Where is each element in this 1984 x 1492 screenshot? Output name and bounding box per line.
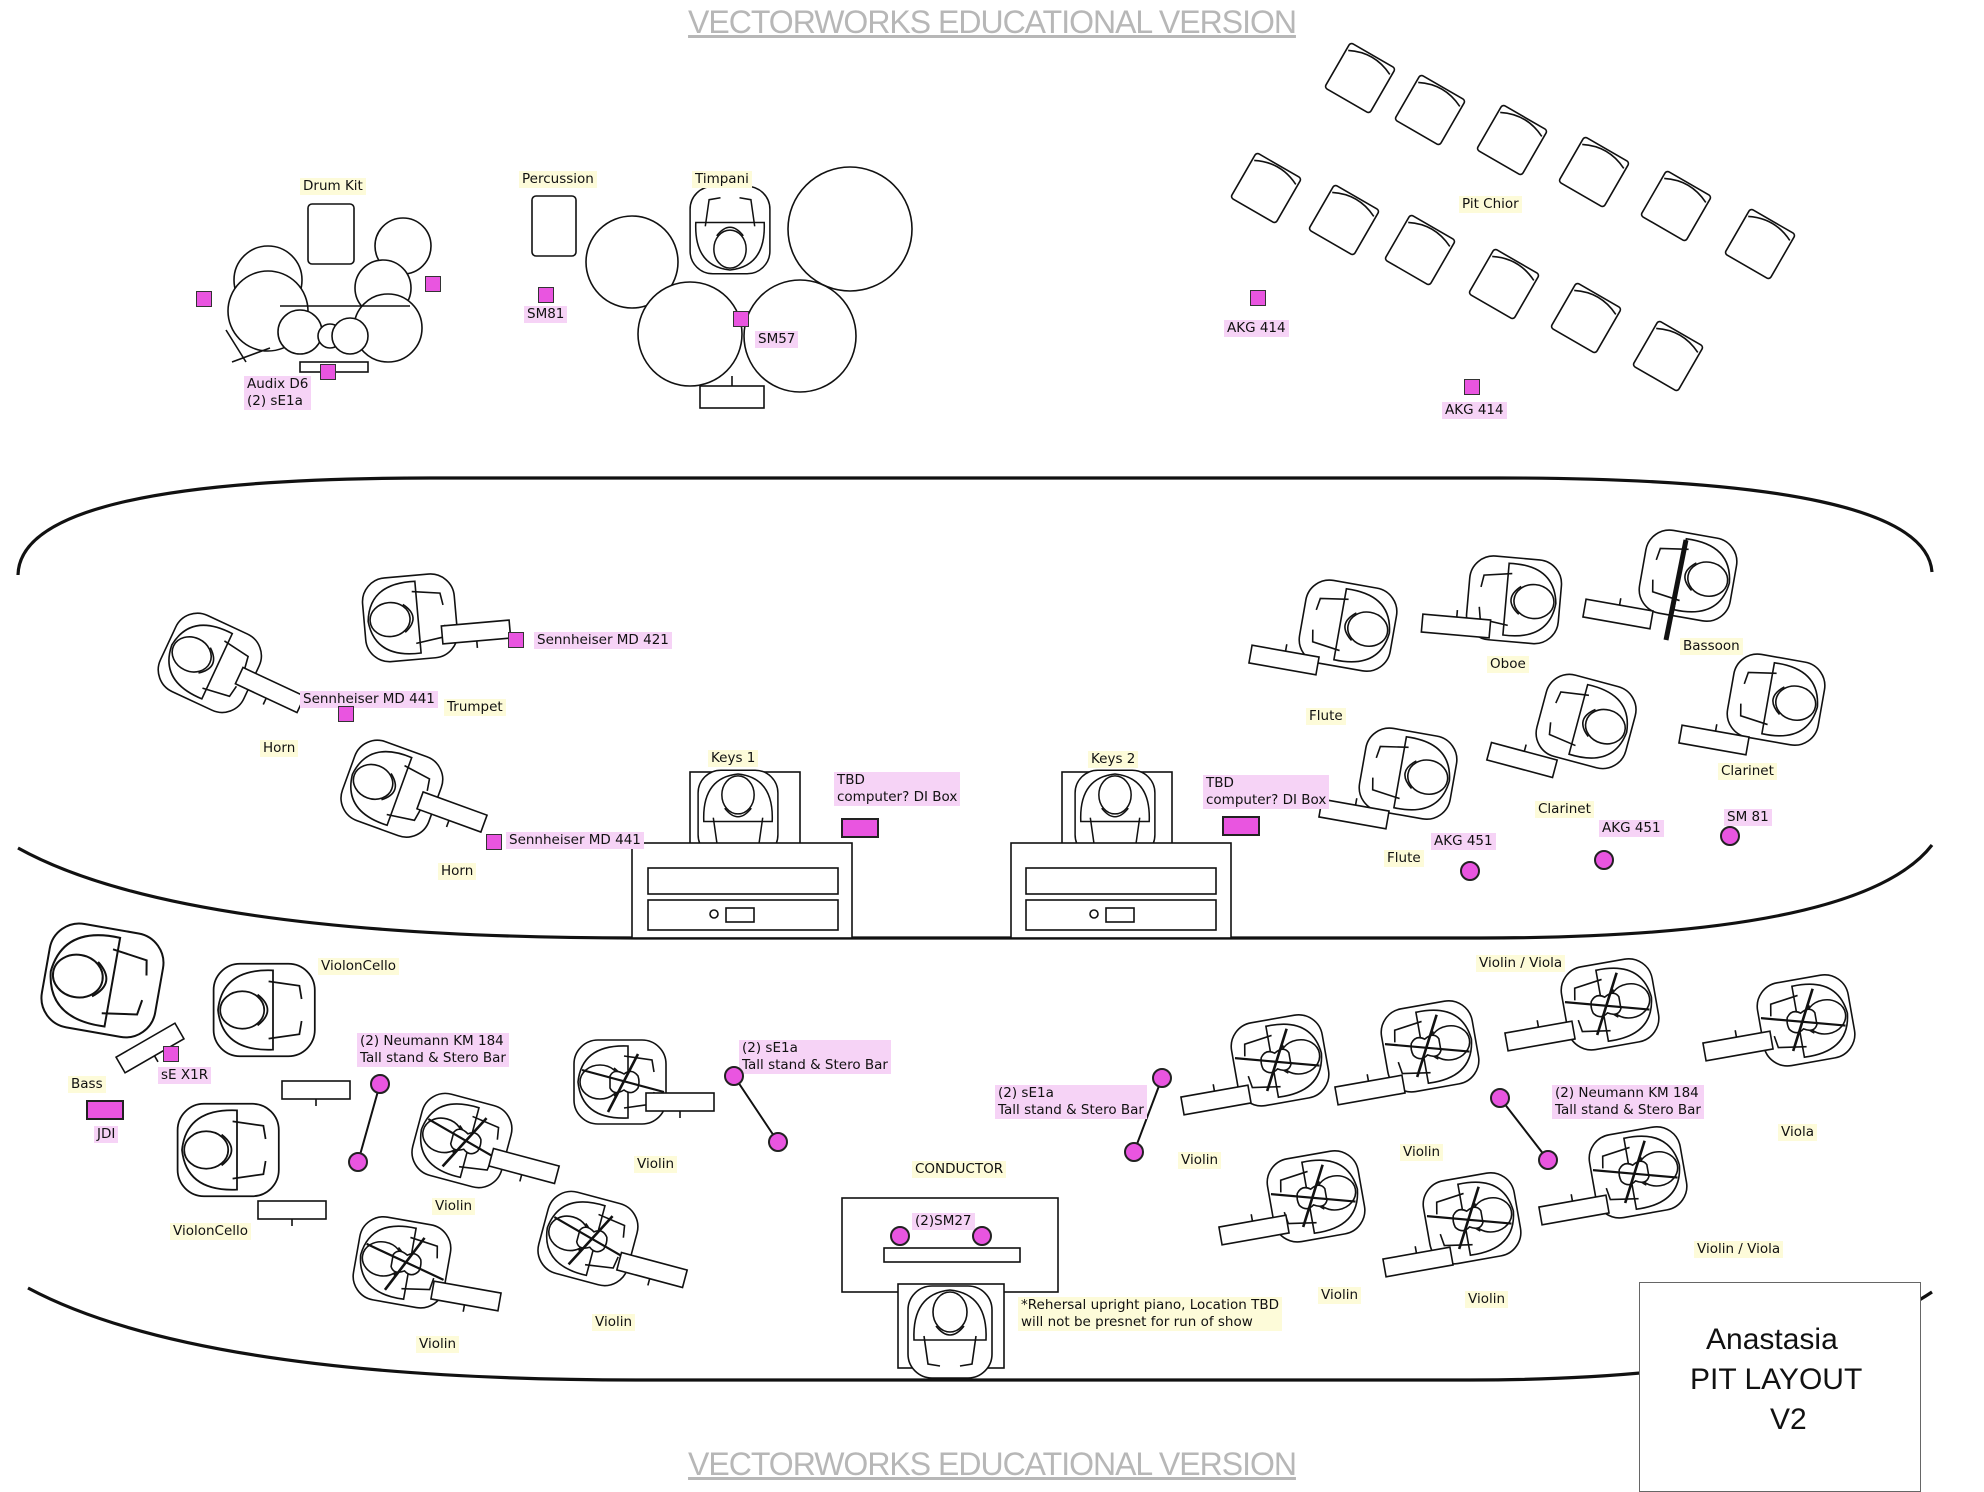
mic-sm27-left [890, 1226, 910, 1246]
mic-akg451-2 [1594, 850, 1614, 870]
label-bassoon: Bassoon [1680, 638, 1743, 655]
pit-rail-back [16, 476, 1934, 576]
mic-se1a-2a [1152, 1068, 1172, 1088]
label-violoncello-2: ViolonCello [170, 1223, 252, 1240]
label-flute-2: Flute [1384, 850, 1424, 867]
label-violin-1: Violin [634, 1156, 678, 1173]
label-sm27: (2)SM27 [912, 1213, 975, 1230]
label-violin-8: Violin [1465, 1291, 1509, 1308]
label-neumann-2: (2) Neumann KM 184 Tall stand & Stero Ba… [1552, 1085, 1704, 1119]
mic-timpani [733, 311, 749, 327]
label-drum-kit: Drum Kit [300, 178, 366, 195]
label-violin-3: Violin [592, 1314, 636, 1331]
pit-choir-chairs [1229, 41, 1797, 393]
label-se1a-1: (2) sE1a Tall stand & Stero Bar [739, 1040, 891, 1074]
keys-1-drawing [631, 769, 853, 939]
label-horn-1: Horn [260, 740, 299, 757]
stereo-bar-stands [357, 1075, 1549, 1163]
label-conductor: CONDUCTOR [912, 1161, 1007, 1178]
watermark-bottom: VECTORWORKS EDUCATIONAL VERSION [688, 1446, 1297, 1482]
mic-pit-choir-1 [1250, 290, 1266, 306]
mic-horn-1 [338, 706, 354, 722]
label-pit-choir: Pit Chior [1459, 196, 1522, 213]
pit-rail-middle [17, 844, 1934, 940]
mic-percussion [538, 287, 554, 303]
title-block: Anastasia PIT LAYOUT V2 [1639, 1282, 1921, 1492]
title-line-2: PIT LAYOUT [1690, 1363, 1863, 1396]
percussion-chair-drawing [531, 195, 577, 257]
label-md441-2: Sennheiser MD 441 [506, 832, 644, 849]
label-violin-5: Violin [1178, 1152, 1222, 1169]
label-akg414-1: AKG 414 [1224, 320, 1289, 337]
label-sm57: SM57 [755, 331, 799, 348]
label-tbd-2: TBD computer? DI Box [1203, 775, 1330, 809]
mic-pit-choir-2 [1464, 379, 1480, 395]
label-oboe: Oboe [1487, 656, 1529, 673]
label-tbd-1: TBD computer? DI Box [834, 772, 961, 806]
label-violin-viola-2: Violin / Viola [1694, 1241, 1784, 1258]
label-akg414-2: AKG 414 [1442, 402, 1507, 419]
di-box-bass [86, 1100, 124, 1120]
label-md441-1: Sennheiser MD 441 [300, 691, 438, 708]
label-se-x1r: sE X1R [158, 1067, 212, 1084]
di-box-keys-1 [841, 818, 879, 838]
label-se1a-2: (2) sE1a Tall stand & Stero Bar [995, 1085, 1147, 1119]
title-line-1: Anastasia [1706, 1323, 1838, 1356]
mic-cello [163, 1046, 179, 1062]
timpani-drawing [585, 166, 913, 409]
mic-akg451-1 [1460, 861, 1480, 881]
mic-drum-right [425, 276, 441, 292]
watermark-top: VECTORWORKS EDUCATIONAL VERSION [688, 4, 1297, 40]
label-piano-note: *Rehersal upright piano, Location TBD wi… [1018, 1297, 1283, 1331]
label-trumpet: Trumpet [444, 699, 506, 716]
mic-sm81-woods [1720, 826, 1740, 846]
label-audix: Audix D6 (2) sE1a [244, 376, 312, 410]
label-akg451-1: AKG 451 [1431, 833, 1496, 850]
label-clarinet-2: Clarinet [1718, 763, 1777, 780]
label-keys-2: Keys 2 [1088, 751, 1139, 768]
woodwind-musicians [1248, 525, 1830, 830]
label-horn-2: Horn [438, 863, 477, 880]
label-violin-4: Violin [416, 1336, 460, 1353]
mic-neumann-1b [348, 1152, 368, 1172]
label-jdi: JDI [94, 1126, 119, 1143]
label-violin-2: Violin [432, 1198, 476, 1215]
mic-sm27-right [972, 1226, 992, 1246]
label-percussion: Percussion [519, 171, 597, 188]
label-violin-viola-1: Violin / Viola [1476, 955, 1566, 972]
label-akg451-2: AKG 451 [1599, 820, 1664, 837]
label-sm81: SM81 [524, 306, 568, 323]
mic-horn-2 [486, 834, 502, 850]
label-violoncello-1: ViolonCello [318, 958, 400, 975]
title-line-3: V2 [1770, 1403, 1807, 1436]
conductor-piano-drawing [841, 1197, 1059, 1379]
label-bass: Bass [68, 1076, 106, 1093]
mic-neumann-2b [1538, 1150, 1558, 1170]
mic-neumann-1a [370, 1074, 390, 1094]
drum-kit-drawing [225, 203, 432, 373]
mic-se1a-2b [1124, 1142, 1144, 1162]
label-neumann-1: (2) Neumann KM 184 Tall stand & Stero Ba… [357, 1033, 509, 1067]
label-timpani: Timpani [692, 171, 752, 188]
di-box-keys-2 [1222, 816, 1260, 836]
mic-se1a-1b [768, 1132, 788, 1152]
mic-drum-left [196, 291, 212, 307]
keys-2-drawing [1010, 769, 1232, 939]
mic-se1a-1a [724, 1066, 744, 1086]
mic-neumann-2a [1490, 1088, 1510, 1108]
label-md421: Sennheiser MD 421 [534, 632, 672, 649]
label-keys-1: Keys 1 [708, 750, 759, 767]
label-violin-6: Violin [1400, 1144, 1444, 1161]
label-flute-1: Flute [1306, 708, 1346, 725]
mic-trumpet [508, 632, 524, 648]
label-violin-7: Violin [1318, 1287, 1362, 1304]
mic-kick [320, 364, 336, 380]
label-clarinet-1: Clarinet [1535, 801, 1594, 818]
label-viola: Viola [1778, 1124, 1817, 1141]
label-sm81-woods: SM 81 [1724, 809, 1772, 826]
violin-musicians [349, 955, 1858, 1319]
